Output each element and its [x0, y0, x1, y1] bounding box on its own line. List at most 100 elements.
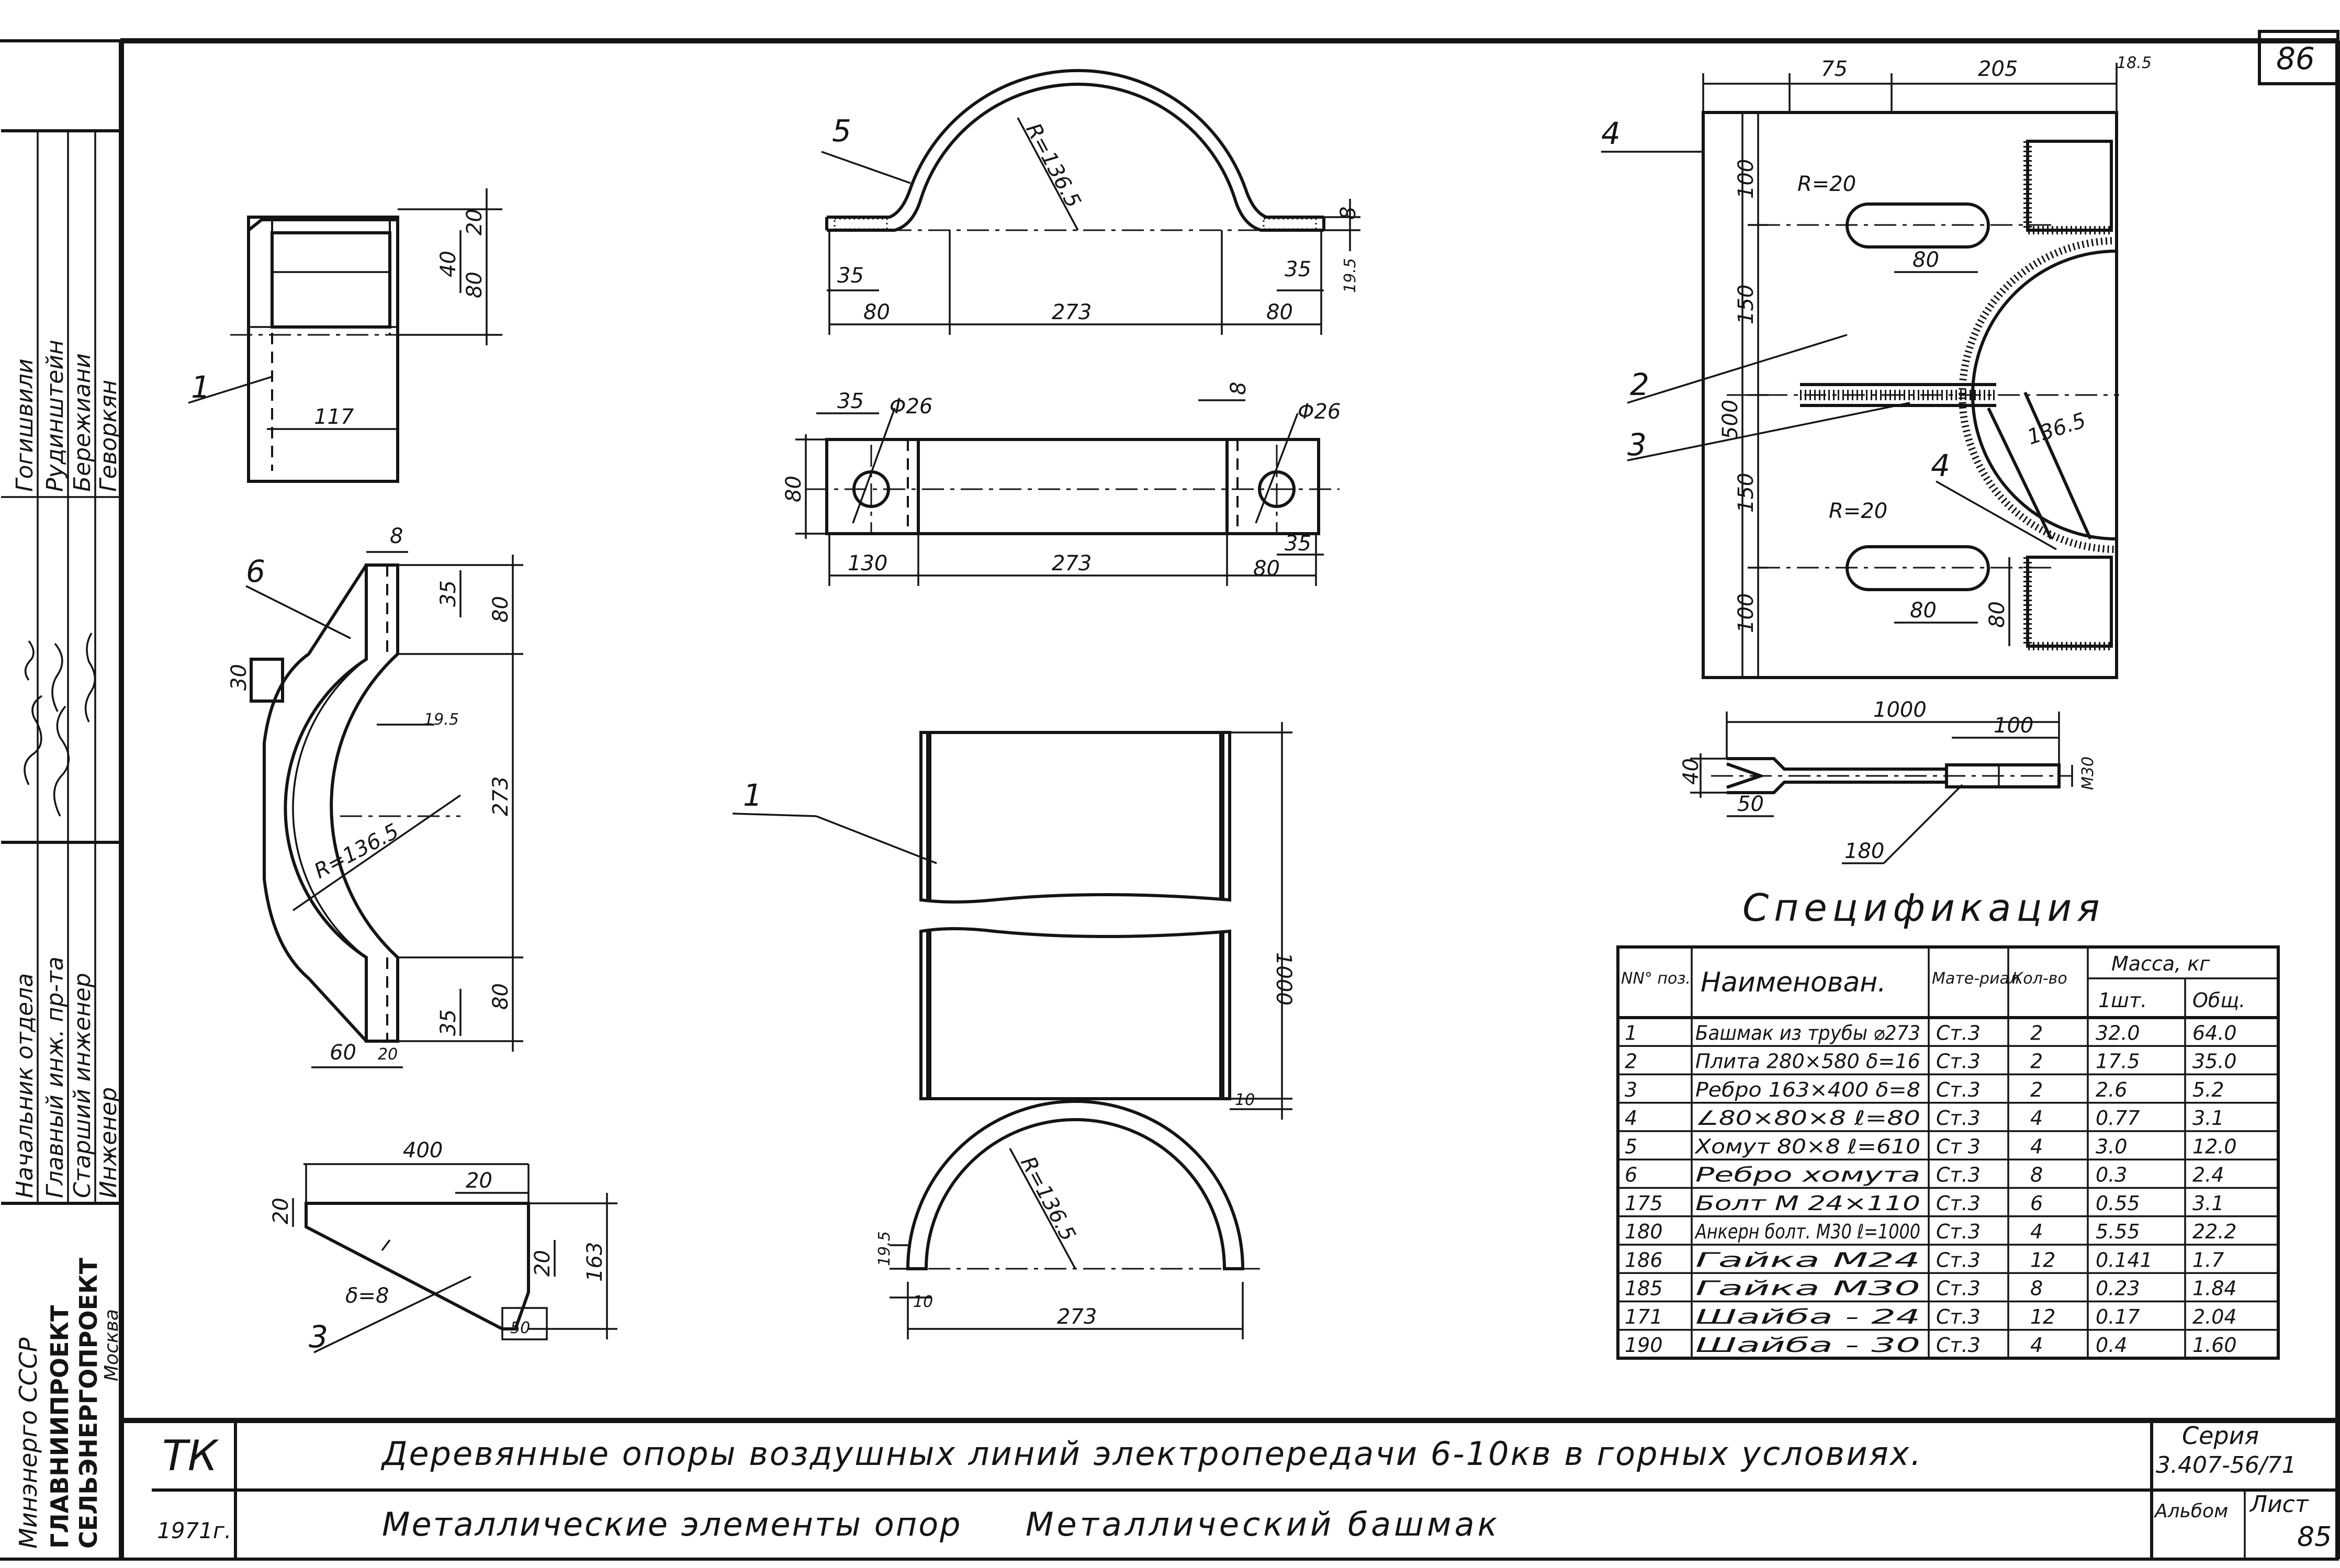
spec-cell-material: Ст.3 [1936, 1305, 1981, 1328]
spec-cell-unit-mass: 0.55 [2096, 1192, 2140, 1215]
dim-273-plan: 273 [1052, 551, 1092, 576]
spec-cell-qty: 2 [2030, 1078, 2043, 1101]
spec-cell-total-mass: 5.2 [2192, 1078, 2224, 1101]
role-3: Старший инженер [69, 973, 96, 1198]
dim-35-v5-left: 35 [837, 264, 864, 288]
spec-cell-total-mass: 1.60 [2192, 1334, 2237, 1357]
dim-80-plate-top: 80 [1913, 248, 1939, 272]
spec-cell-material: Ст 3 [1936, 1135, 1981, 1158]
view-3-rib [292, 1163, 617, 1340]
dim-8-plan: 8 [1227, 382, 1251, 395]
spec-header-unit: 1шт. [2098, 989, 2147, 1012]
spec-cell-pos: 1 [1625, 1021, 1637, 1044]
dim-50-bolt: 50 [1737, 792, 1764, 816]
spec-cell-qty: 8 [2030, 1164, 2043, 1187]
spec-cell-total-mass: 2.04 [2192, 1305, 2237, 1328]
spec-cell-qty: 4 [2030, 1135, 2043, 1158]
title-year: 1971г. [157, 1518, 231, 1543]
dim-100-plate-bottom: 100 [1734, 593, 1758, 633]
spec-cell-unit-mass: 0.141 [2096, 1248, 2153, 1271]
dim-180-bolt: 180 [1844, 839, 1884, 863]
spec-cell-unit-mass: 0.77 [2096, 1107, 2140, 1130]
dim-273-v6: 273 [489, 776, 513, 816]
dim-19-5-arc: 19.5 [875, 1231, 894, 1266]
part-label-2: 2 [1630, 367, 1649, 402]
spec-cell-name: Болт М 24×110 [1695, 1192, 1920, 1215]
spec-cell-material: Ст.3 [1936, 1334, 1981, 1357]
dim-m30-bolt: M30 [2079, 757, 2097, 790]
spec-header-total: Общ. [2192, 989, 2245, 1012]
view-base-plate [1702, 63, 2119, 679]
dim-50-v3: 50 [510, 1319, 530, 1337]
dim-75-plate: 75 [1821, 57, 1848, 81]
title-block-grid [121, 1418, 2339, 1559]
name-1: Гогишвили [12, 358, 38, 492]
spec-cell-pos: 2 [1625, 1050, 1637, 1073]
spec-cell-unit-mass: 3.0 [2096, 1135, 2127, 1158]
dim-19-5-v5: 19.5 [1341, 258, 1359, 293]
part-label-1-left: 1 [191, 369, 210, 405]
series-label: Серия [2182, 1422, 2259, 1450]
spec-cell-name: Башмак из трубы ⌀273 [1695, 1021, 1920, 1044]
spec-cell-total-mass: 2.4 [2192, 1164, 2224, 1187]
dim-100-bolt: 100 [1994, 714, 2033, 738]
spec-cell-total-mass: 1.7 [2192, 1248, 2224, 1271]
dim-10-arc: 10 [913, 1293, 933, 1311]
dim-r20-plate-top: R=20 [1797, 172, 1856, 196]
role-1: Начальник отдела [12, 973, 38, 1198]
spec-cell-material: Ст.3 [1936, 1021, 1981, 1044]
spec-cell-pos: 185 [1625, 1277, 1663, 1300]
part-label-3-left: 3 [309, 1319, 328, 1355]
spec-cell-unit-mass: 32.0 [2096, 1021, 2140, 1044]
org-name: Минэнерго СССР [14, 1337, 42, 1549]
spec-cell-qty: 12 [2030, 1248, 2055, 1271]
dim-80-plan-right: 80 [1253, 557, 1280, 581]
spec-cell-material: Ст.3 [1936, 1107, 1981, 1130]
dim-8-v5: 8 [1336, 207, 1360, 220]
view-anchor-bolt [1690, 712, 2073, 864]
spec-cell-name: Шайба - 24 [1695, 1305, 1920, 1328]
spec-cell-total-mass: 3.1 [2192, 1107, 2224, 1130]
spec-cell-qty: 12 [2030, 1305, 2055, 1328]
name-4: Геворкян [95, 380, 122, 492]
part-label-6: 6 [246, 554, 265, 589]
dim-40-bolt: 40 [1679, 758, 1703, 785]
spec-cell-qty: 2 [2030, 1021, 2043, 1044]
dim-35-plan-right: 35 [1285, 532, 1311, 556]
spec-cell-pos: 5 [1625, 1135, 1637, 1158]
dim-273-v5: 273 [1052, 300, 1092, 324]
spec-cell-pos: 186 [1625, 1248, 1663, 1271]
dim-19-5-v6: 19.5 [424, 710, 459, 729]
spec-cell-unit-mass: 0.23 [2096, 1277, 2140, 1300]
spec-cell-qty: 8 [2030, 1277, 2043, 1300]
dim-30-v6: 30 [227, 664, 251, 691]
spec-cell-material: Ст.3 [1936, 1050, 1981, 1073]
spec-header-qty: Кол-во [2012, 969, 2067, 988]
spec-cell-pos: 4 [1625, 1107, 1637, 1130]
spec-cell-total-mass: 12.0 [2192, 1135, 2237, 1158]
dim-150-plate-bottom: 150 [1734, 473, 1758, 513]
spec-cell-qty: 2 [2030, 1050, 2043, 1073]
view-pipe [919, 722, 1292, 1120]
dim-80-v6-top: 80 [489, 596, 513, 623]
dim-80-v6-bottom: 80 [489, 983, 513, 1010]
view-5-clamp-plan [795, 399, 1340, 586]
spec-cell-qty: 4 [2030, 1220, 2043, 1243]
dim-150-plate-top: 150 [1734, 285, 1758, 324]
view-bottom-arc [890, 1100, 1261, 1339]
title-line-2b: Металлический башмак [1026, 1505, 1500, 1543]
spec-cell-total-mass: 22.2 [2192, 1220, 2237, 1243]
view-1-side [230, 188, 502, 483]
dim-500-plate: 500 [1718, 400, 1742, 439]
part-label-4-mid: 4 [1931, 448, 1950, 483]
sheet-number: 85 [2297, 1521, 2332, 1553]
dim-80-plan-height: 80 [782, 476, 806, 502]
spec-cell-unit-mass: 17.5 [2096, 1050, 2140, 1073]
spec-cell-total-mass: 35.0 [2192, 1050, 2237, 1073]
dim-delta-8: δ=8 [345, 1284, 389, 1308]
dim-117: 117 [314, 405, 354, 429]
